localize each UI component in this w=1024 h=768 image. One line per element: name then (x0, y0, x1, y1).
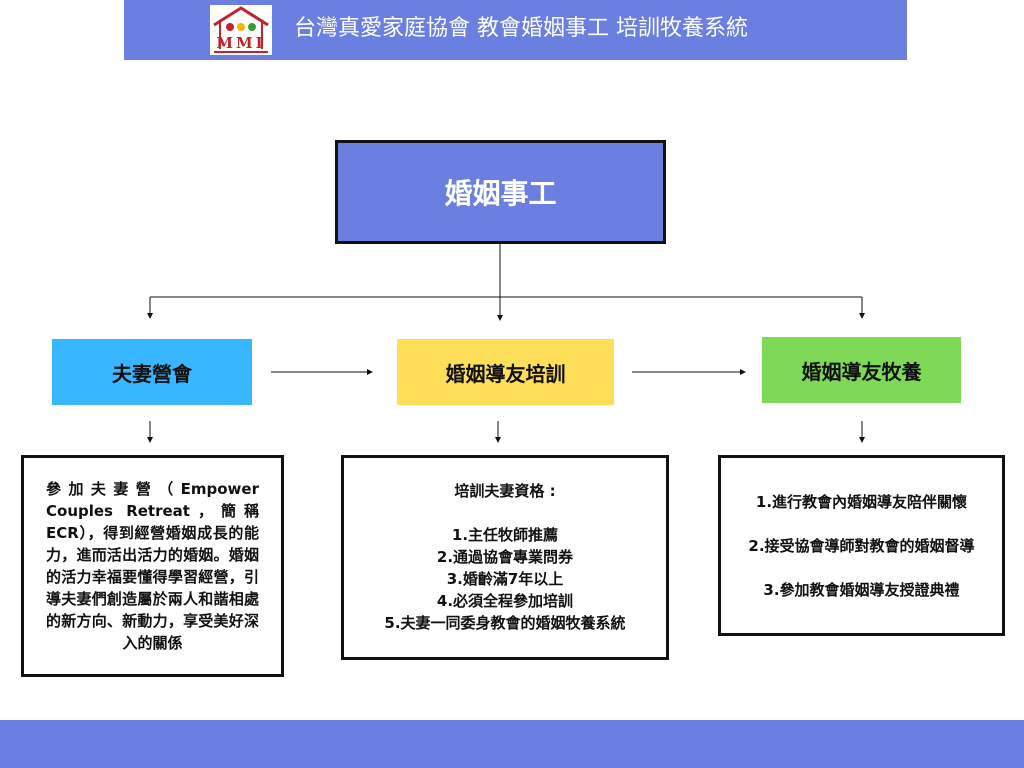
detail-heading: 培訓夫妻資格 : (454, 482, 556, 500)
detail-mentor-training: 培訓夫妻資格 : 1.主任牧師推薦 2.通過協會專業問券 3.婚齡滿7年以上 4… (341, 455, 669, 660)
root-node: 婚姻事工 (335, 140, 666, 244)
list-item: 2.通過協會專業問券 (436, 548, 574, 566)
header-bar: MMI 台灣真愛家庭協會 教會婚姻事工 培訓牧養系統 (124, 0, 907, 60)
detail-mentor-pastoral: 1.進行教會內婚姻導友陪伴關懷 2.接受協會導師對教會的婚姻督導 3.參加教會婚… (718, 455, 1005, 636)
category-mentor-pastoral: 婚姻導友牧養 (762, 337, 961, 403)
list-item: 2.接受協會導師對教會的婚姻督導 (748, 537, 975, 555)
mmi-logo: MMI (210, 5, 272, 55)
list-item: 5.夫妻一同委身教會的婚姻牧養系統 (384, 614, 626, 632)
category-couples-camp: 夫妻營會 (52, 339, 252, 405)
detail-couples-camp: 參加夫妻營（Empower Couples Retreat，簡稱ECR），得到經… (21, 455, 284, 677)
logo-text: MMI (216, 34, 265, 52)
root-label: 婚姻事工 (444, 177, 557, 210)
page-title: 台灣真愛家庭協會 教會婚姻事工 培訓牧養系統 (294, 16, 748, 41)
category-label: 婚姻導友牧養 (801, 359, 922, 384)
list-item: 3.參加教會婚姻導友授證典禮 (763, 581, 960, 599)
list-item: 1.主任牧師推薦 (451, 526, 559, 544)
list-item: 1.進行教會內婚姻導友陪伴關懷 (755, 493, 968, 511)
category-label: 夫妻營會 (112, 361, 192, 386)
detail-text: 參加夫妻營（Empower Couples Retreat，簡稱ECR），得到經… (46, 480, 259, 652)
list-item: 3.婚齡滿7年以上 (446, 570, 564, 588)
list-item: 4.必須全程參加培訓 (436, 592, 574, 610)
category-mentor-training: 婚姻導友培訓 (397, 339, 614, 405)
category-label: 婚姻導友培訓 (445, 361, 566, 386)
footer-bar (0, 720, 1024, 768)
